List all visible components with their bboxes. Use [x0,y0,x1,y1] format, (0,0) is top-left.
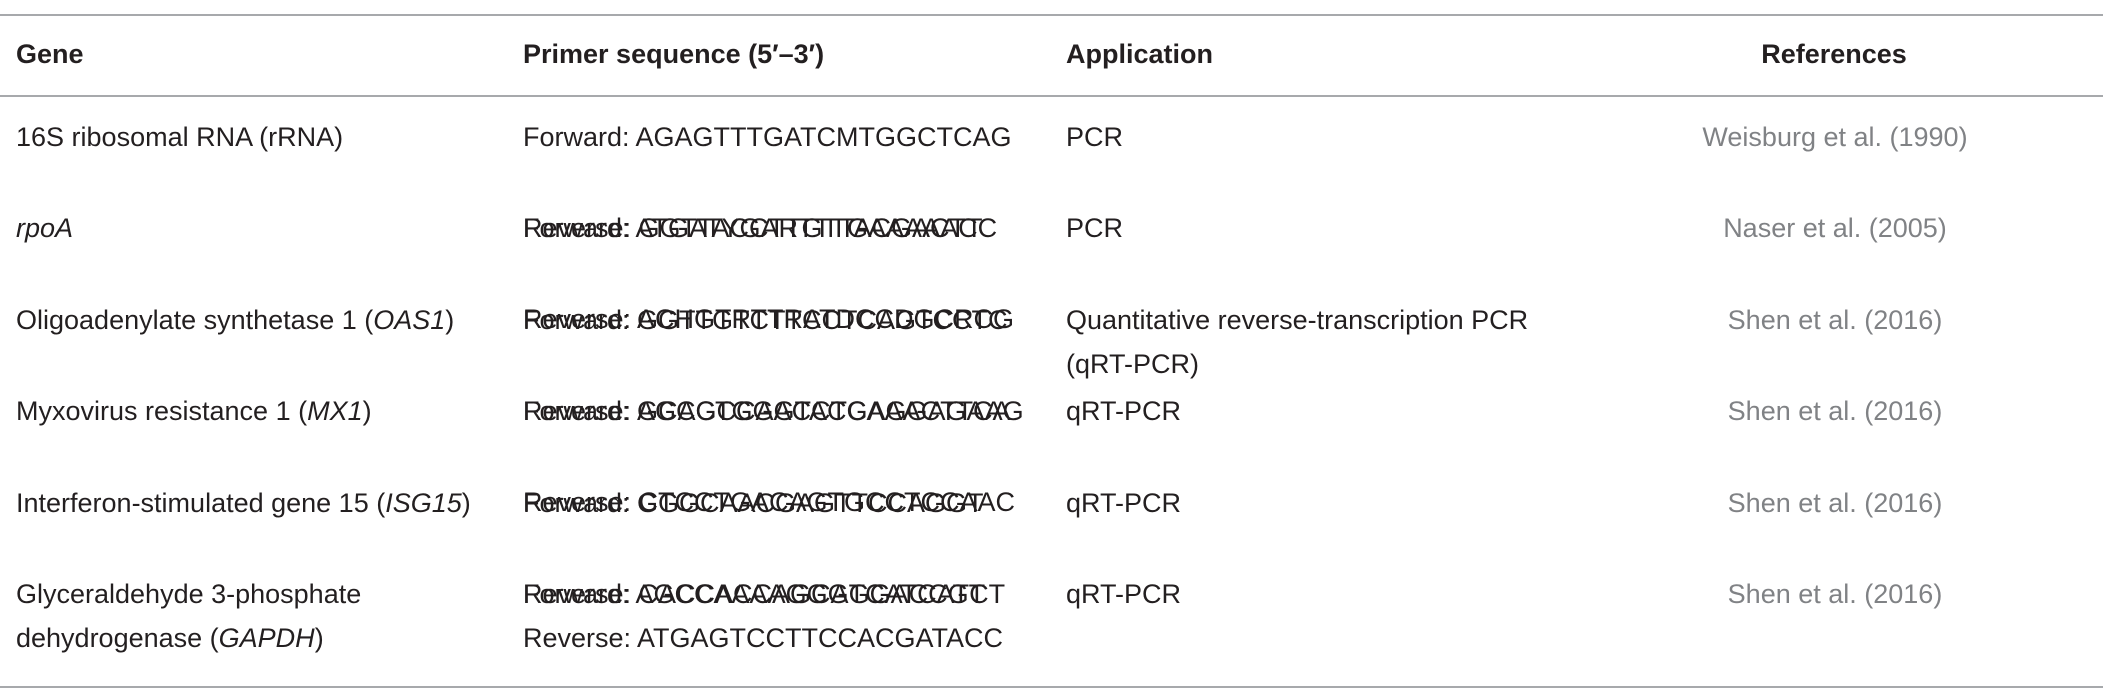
reference-cell: Shen et al. (2016) [1727,579,1943,609]
gene-name-line-1: Glyceraldehyde 3-phosphate [16,579,362,609]
reverse-primer: Reverse: CTCCTGACAGTGCCTCCAAC [523,487,1016,517]
reverse-primer: Reverse: ATGAGTCCTTCCACGATACC [523,623,1004,653]
gene-symbol-italic: GAPDH [218,623,315,653]
gene-name-close: ) [362,396,372,426]
application-cell: PCR [1066,122,1124,152]
reverse-primer: Reverse: GGTTACCTTGTTACGACTT [523,213,983,243]
column-header-application: Application [1066,39,1213,69]
reference-cell: Weisburg et al. (1990) [1702,122,1968,152]
gene-cell: Interferon-stimulated gene 15 (ISG15) [16,481,471,525]
table-bottom-rule [0,686,2103,688]
table-top-rule [0,14,2103,16]
application-cell: PCR [1066,213,1124,243]
gene-name-text: Oligoadenylate synthetase 1 ( [16,305,374,335]
gene-cell: Oligoadenylate synthetase 1 (OAS1) [16,298,454,342]
column-header-references: References [1761,39,1907,69]
gene-name-close: ) [445,305,455,335]
forward-primer: Forward: GGTTGTCTTCCTCAGTCCTC [523,305,1008,335]
forward-primer: Forward: AGAGTTTGATCMTGGCTCAG [523,122,1012,152]
application-line-1: Quantitative reverse-transcription PCR [1066,305,1529,335]
reference-cell: Shen et al. (2016) [1727,488,1943,518]
gene-symbol-italic: ISG15 [385,488,462,518]
reference-cell: Naser et al. (2005) [1723,213,1947,243]
gene-cell: Myxovirus resistance 1 (MX1) [16,389,372,433]
table-header-rule [0,95,2103,97]
application-cell: qRT-PCR [1066,396,1182,426]
gene-name-text: Myxovirus resistance 1 ( [16,396,308,426]
forward-primer: Forward: AGCCAAAAGGGTCATCATCT [523,579,1006,609]
reference-cell: Shen et al. (2016) [1727,305,1943,335]
gene-name-text: dehydrogenase ( [16,623,219,653]
gene-symbol-italic: MX1 [307,396,363,426]
reverse-primer: Reverse: CACCACCAGCAGGACCGT [523,579,986,609]
gene-name-close: ) [461,488,471,518]
reference-cell: Shen et al. (2016) [1727,396,1943,426]
gene-name-close: ) [314,623,324,653]
forward-primer: Forward: GCAGCCAGTACGAGGAGAAG [523,396,1024,426]
gene-symbol-italic: OAS1 [373,305,446,335]
column-header-primer-sequence: Primer sequence (5′–3′) [523,39,825,69]
gene-cell: Glyceraldehyde 3-phosphate dehydrogenase … [16,572,361,660]
application-cell: qRT-PCR [1066,488,1182,518]
reverse-primer: Reverse: AGCCTGGACCTCAAACTTCA [523,396,1011,426]
application-cell: qRT-PCR [1066,579,1182,609]
forward-primer: Forward: GGGCAACGAGTTCCAGGT [523,488,984,518]
reverse-primer: Reverse: ACHGTRTTRATDCCDGCRCG [523,304,1015,334]
gene-name-text: 16S ribosomal RNA (rRNA) [16,122,344,152]
column-header-gene: Gene [16,39,84,69]
gene-cell: rpoA [16,206,73,250]
application-cell: Quantitative reverse-transcription PCR (q… [1066,298,1528,386]
forward-primer: Forward: ATGATYGARTTTGAAAAACC [523,213,998,243]
gene-cell: 16S ribosomal RNA (rRNA) [16,115,343,159]
gene-name-text: Interferon-stimulated gene 15 ( [16,488,386,518]
application-line-2: (qRT-PCR) [1066,349,1200,379]
gene-symbol-italic: rpoA [16,213,74,243]
